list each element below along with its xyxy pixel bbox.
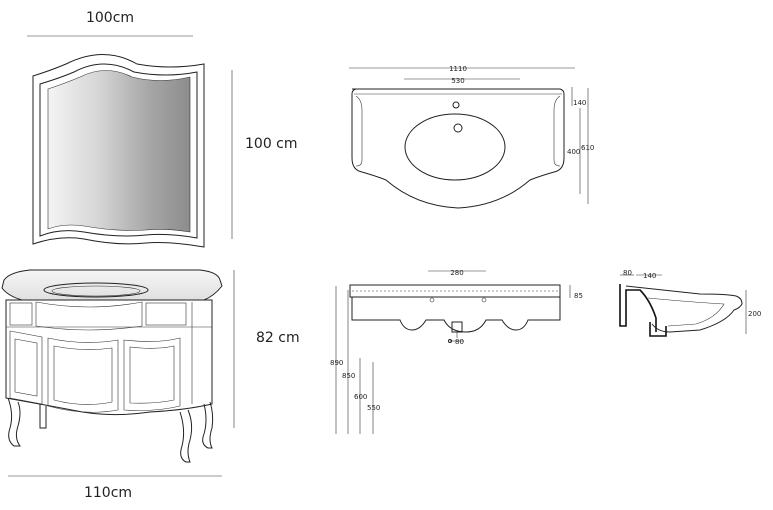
front-h850-label: 850 [342,372,355,380]
plan-width-label: 1110 [449,65,467,73]
cabinet-drawer-right [145,302,187,326]
vanity-cabinet: 82 cm 110cm [1,269,300,501]
plan-back-depth-label: 140 [573,99,586,107]
cabinet-leg-front-right [179,409,193,463]
mirror-frame-inner [39,63,198,239]
cabinet-door-right-panel [129,345,175,404]
front-mount-hole-right [481,297,487,303]
basin-front-elevation: 280 80 85 890 850 600 550 [330,269,583,434]
front-center-label: 280 [450,269,463,277]
cabinet-leg-rear-left [39,404,47,429]
cabinet-width-label: 110cm [84,485,132,501]
front-top-slab [349,284,561,298]
mirror-height-label: 100 cm [245,136,298,152]
cabinet-basin-opening [43,282,149,298]
plan-tap-span-label: 530 [451,77,464,85]
plan-bowl-depth-label: 400 [567,148,580,156]
front-h600-label: 600 [354,393,367,401]
mirror: 100cm 100 cm [27,10,298,248]
plan-tap-hole [452,101,460,109]
front-h890-label: 890 [330,359,343,367]
mirror-frame-outer [32,54,205,248]
mirror-width-label: 100cm [86,10,134,26]
plan-left-scroll [355,95,363,167]
front-mount-hole-left [429,297,435,303]
side-basin-outline [625,285,743,333]
cabinet-door-left [9,330,43,405]
plan-right-scroll [553,95,561,167]
cabinet-height-label: 82 cm [256,330,300,346]
front-drain-dim-dot [448,339,452,343]
plan-bowl [404,113,506,181]
side-bowl-label: 140 [643,272,656,280]
cabinet-door-center [47,337,119,413]
cabinet-drawer-left [9,302,33,326]
cabinet-basin-inner [51,285,141,297]
front-top-thickness-label: 85 [574,292,583,300]
front-body [351,297,561,333]
side-trap [649,322,667,337]
cabinet-leg-rear-right [202,401,214,449]
side-height-label: 200 [748,310,761,318]
cabinet-door-center-panel [53,345,113,405]
cabinet-leg-front-left [7,397,21,447]
cabinet-body [5,299,213,416]
cabinet-door-left-panel [14,338,38,397]
plan-total-depth-label: 610 [581,144,594,152]
cabinet-door-right [123,337,181,411]
front-drain-label: 80 [455,338,464,346]
cabinet-drawer-front [35,301,143,331]
mirror-glass [47,70,191,233]
front-h550-label: 550 [367,404,380,412]
plan-outline [351,88,565,209]
cabinet-sink-top [1,269,223,301]
basin-plan-view: 1110 530 140 400 610 [349,65,594,209]
side-wall-label: 80 [623,269,632,277]
side-bracket [619,284,657,332]
side-basin-inner [647,297,725,327]
basin-side-section: 80 140 200 [619,269,761,337]
plan-overflow-hole [453,123,463,133]
